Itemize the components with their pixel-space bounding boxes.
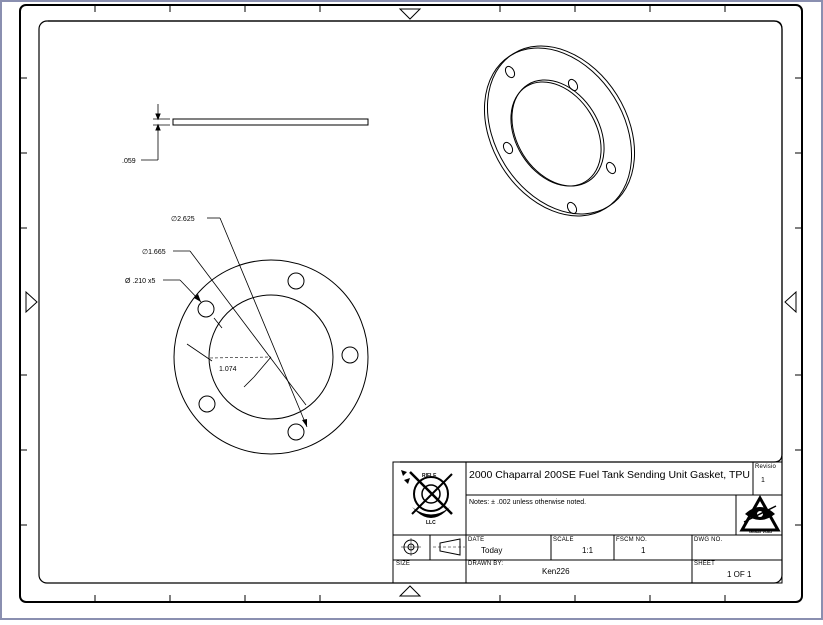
title-block-frame (392, 461, 783, 584)
sheet-label: SHEET (694, 561, 716, 567)
date-value: Today (481, 546, 503, 555)
center-mark-left (25, 290, 38, 314)
scale-label: SCALE (553, 537, 574, 543)
frame-ticks (20, 5, 802, 602)
brand-text: Geaux VOID (749, 529, 772, 534)
projection-symbol (401, 538, 465, 556)
drawn-by-value: Ken226 (542, 567, 570, 576)
inner-diameter-dimension: ∅1.665 (142, 249, 166, 256)
dwg-number-label: DWG NO. (694, 537, 723, 543)
side-view (141, 104, 369, 161)
thickness-dimension: .059 (122, 158, 136, 165)
center-mark-top (398, 8, 422, 20)
notes-text: Notes: ± .002 unless otherwise noted. (469, 499, 587, 506)
revision-label: Revisio (755, 464, 777, 470)
hole-dimension: Ø .210 x5 (125, 278, 155, 285)
isometric-view (483, 45, 636, 217)
outer-frame (19, 4, 803, 603)
logo-text-bottom: LLC (426, 520, 436, 526)
center-mark-right (784, 290, 797, 314)
bolt-radius-dimension: 1.074 (219, 366, 237, 373)
outer-diameter-dimension: ∅2.625 (171, 216, 195, 223)
sheet-value: 1 OF 1 (727, 570, 752, 579)
center-mark-bottom (398, 585, 422, 597)
company-logo: RIFLE LLC (401, 470, 453, 526)
scale-value: 1:1 (582, 546, 594, 555)
drawing-title: 2000 Chaparral 200SE Fuel Tank Sending U… (469, 469, 750, 481)
logo-text-top: RIFLE (422, 473, 437, 479)
inner-frame (38, 20, 783, 584)
date-label: DATE (468, 537, 485, 543)
fscm-value: 1 (641, 546, 646, 555)
size-label: SIZE (396, 561, 411, 567)
drawn-by-label: DRAWN BY: (468, 561, 504, 567)
inner-frame-top (48, 20, 783, 463)
brand-logo: Geaux VOID (739, 494, 781, 534)
revision-value: 1 (761, 477, 765, 484)
front-view (163, 217, 369, 455)
fscm-label: FSCM NO. (616, 537, 647, 543)
